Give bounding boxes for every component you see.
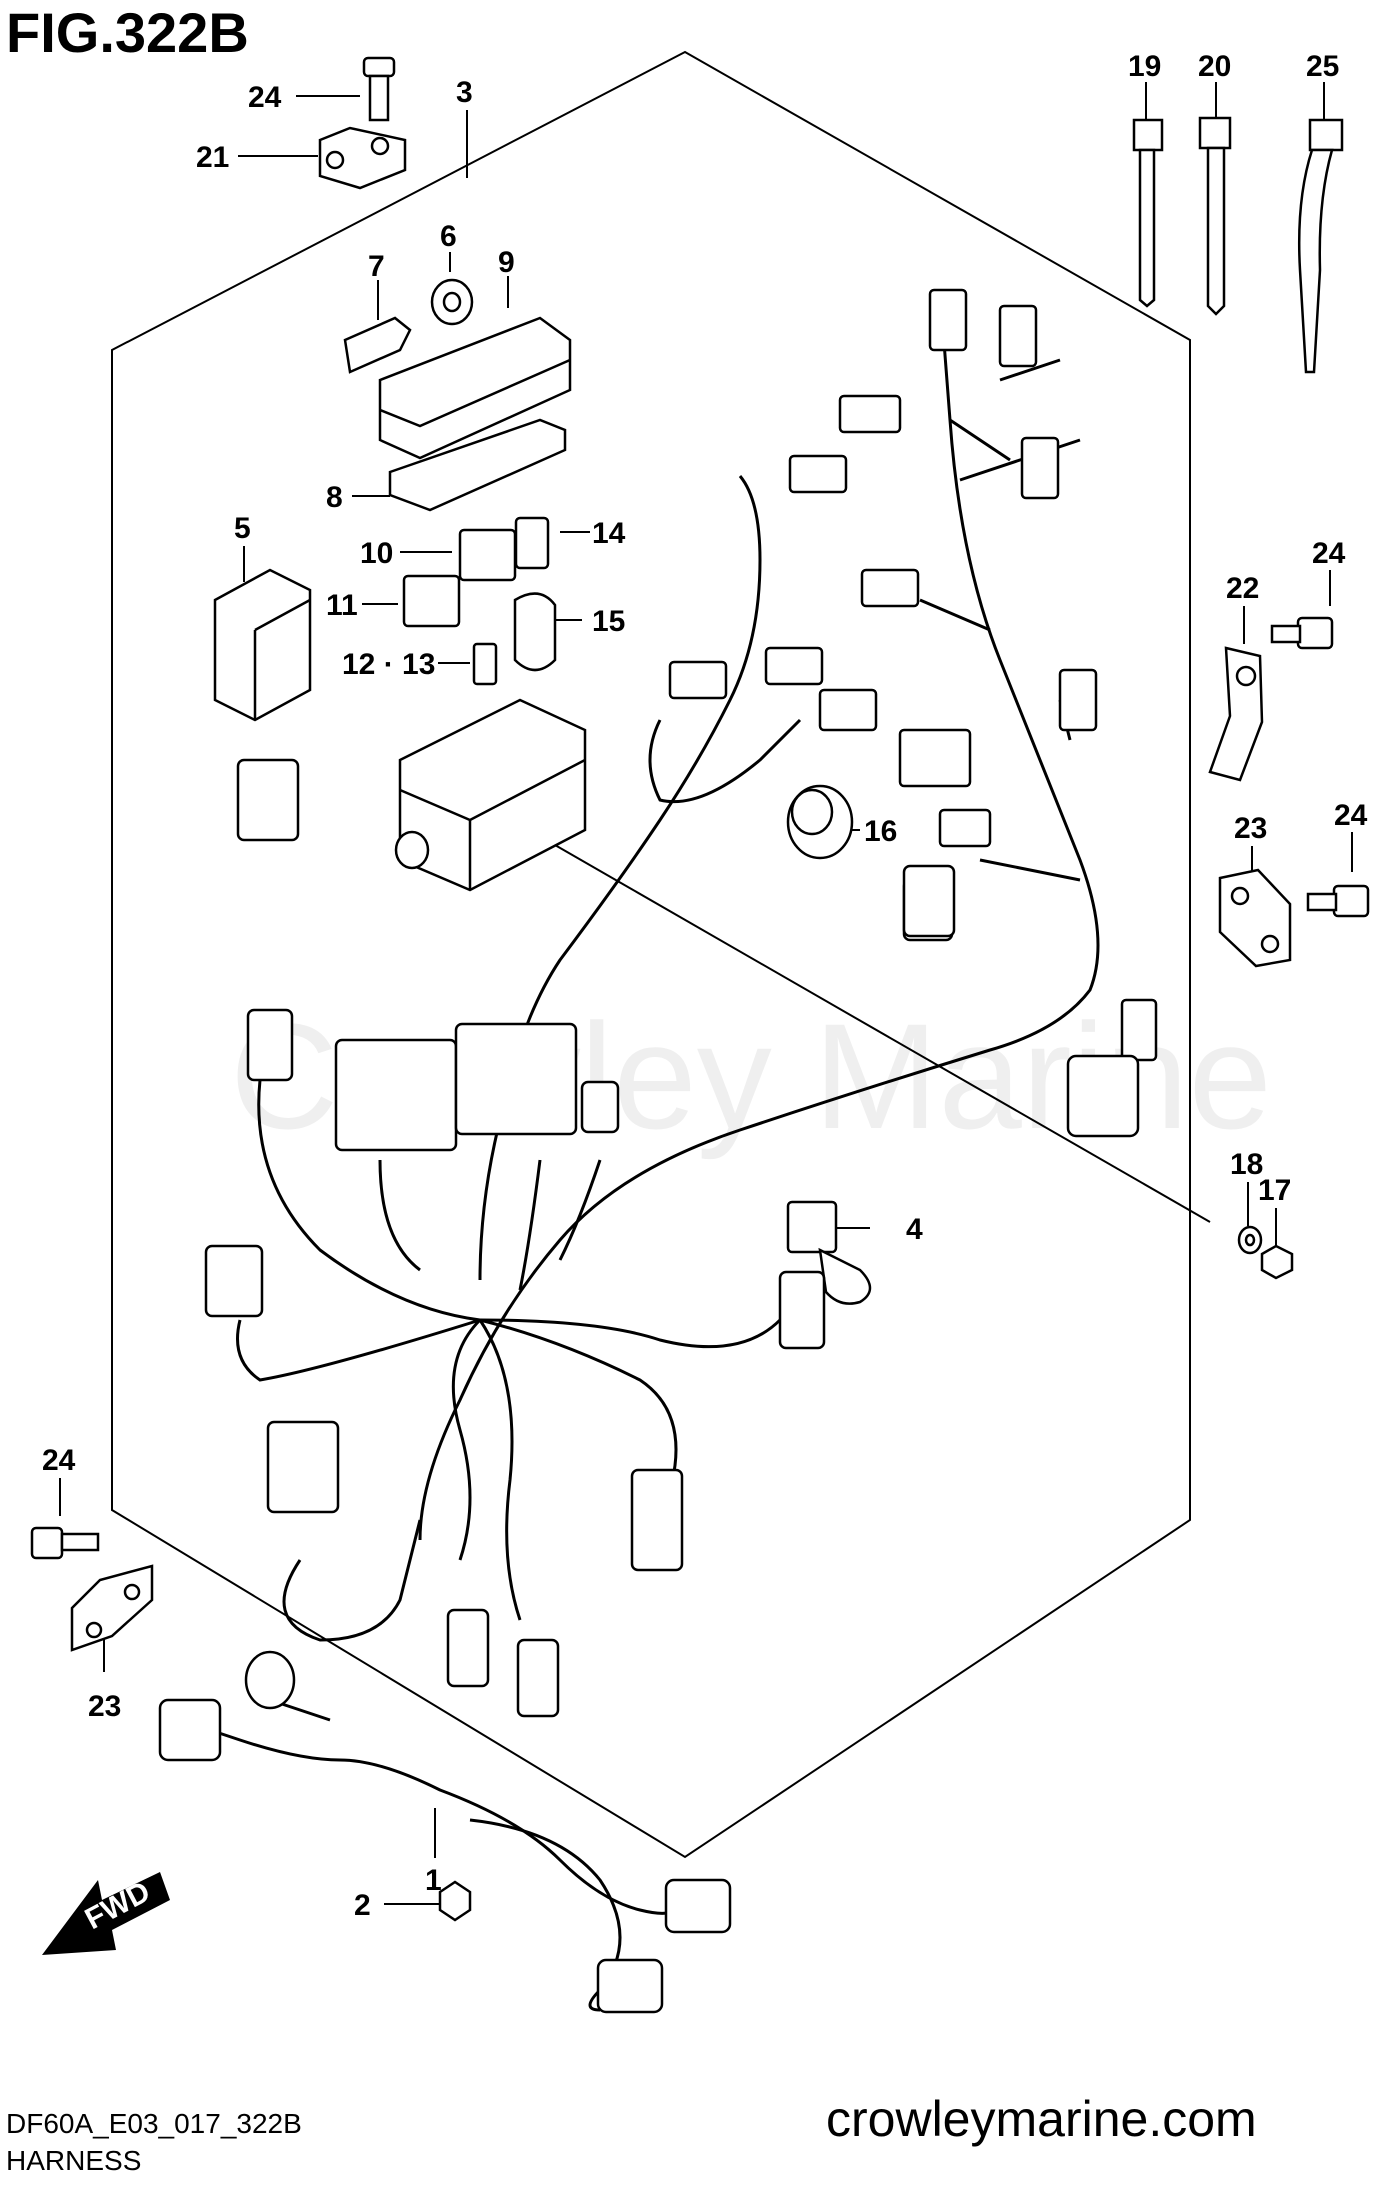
callout-15: 15 [592, 605, 625, 638]
figure-title: FIG.322B [6, 1, 249, 64]
website-label[interactable]: crowleymarine.com [826, 2091, 1257, 2147]
callout-6: 6 [440, 220, 457, 253]
callout-23: 23 [88, 1690, 121, 1723]
callout-4: 4 [906, 1213, 923, 1246]
callout-19: 19 [1128, 50, 1161, 83]
figure-caption: HARNESS [6, 2145, 142, 2176]
callout-8: 8 [326, 481, 343, 514]
callout-16: 16 [864, 815, 897, 848]
callout-labels: 24 21 3 6 7 9 8 5 10 14 11 15 12 · 13 16… [42, 50, 1368, 1922]
callout-20: 20 [1198, 50, 1231, 83]
callout-9: 9 [498, 246, 515, 279]
callout-3: 3 [456, 76, 473, 109]
hardware-parts [30, 56, 1370, 1922]
callout-21: 21 [196, 141, 229, 174]
callout-17: 17 [1258, 1174, 1291, 1207]
callout-7: 7 [368, 250, 385, 283]
callout-11: 11 [326, 589, 358, 622]
callout-23: 23 [1234, 812, 1267, 845]
callout-24: 24 [1312, 537, 1346, 570]
callout-24: 24 [42, 1444, 76, 1477]
fwd-arrow: FWD [42, 1872, 170, 1955]
callout-10: 10 [360, 537, 393, 570]
callout-12-13: 12 · 13 [342, 648, 435, 681]
callout-24: 24 [248, 81, 282, 114]
harness-wires [179, 289, 1100, 2012]
figure-code: DF60A_E03_017_322B [6, 2108, 302, 2139]
harness-connectors [158, 288, 1158, 2014]
leader-lines [59, 82, 1353, 1905]
assembly-frame [111, 50, 1191, 1859]
callout-5: 5 [234, 512, 251, 545]
callout-14: 14 [592, 517, 626, 550]
callout-18: 18 [1230, 1148, 1263, 1181]
callout-22: 22 [1226, 572, 1259, 605]
callout-2: 2 [354, 1889, 371, 1922]
callout-24: 24 [1334, 799, 1368, 832]
callout-1: 1 [425, 1864, 442, 1897]
callout-25: 25 [1306, 50, 1339, 83]
